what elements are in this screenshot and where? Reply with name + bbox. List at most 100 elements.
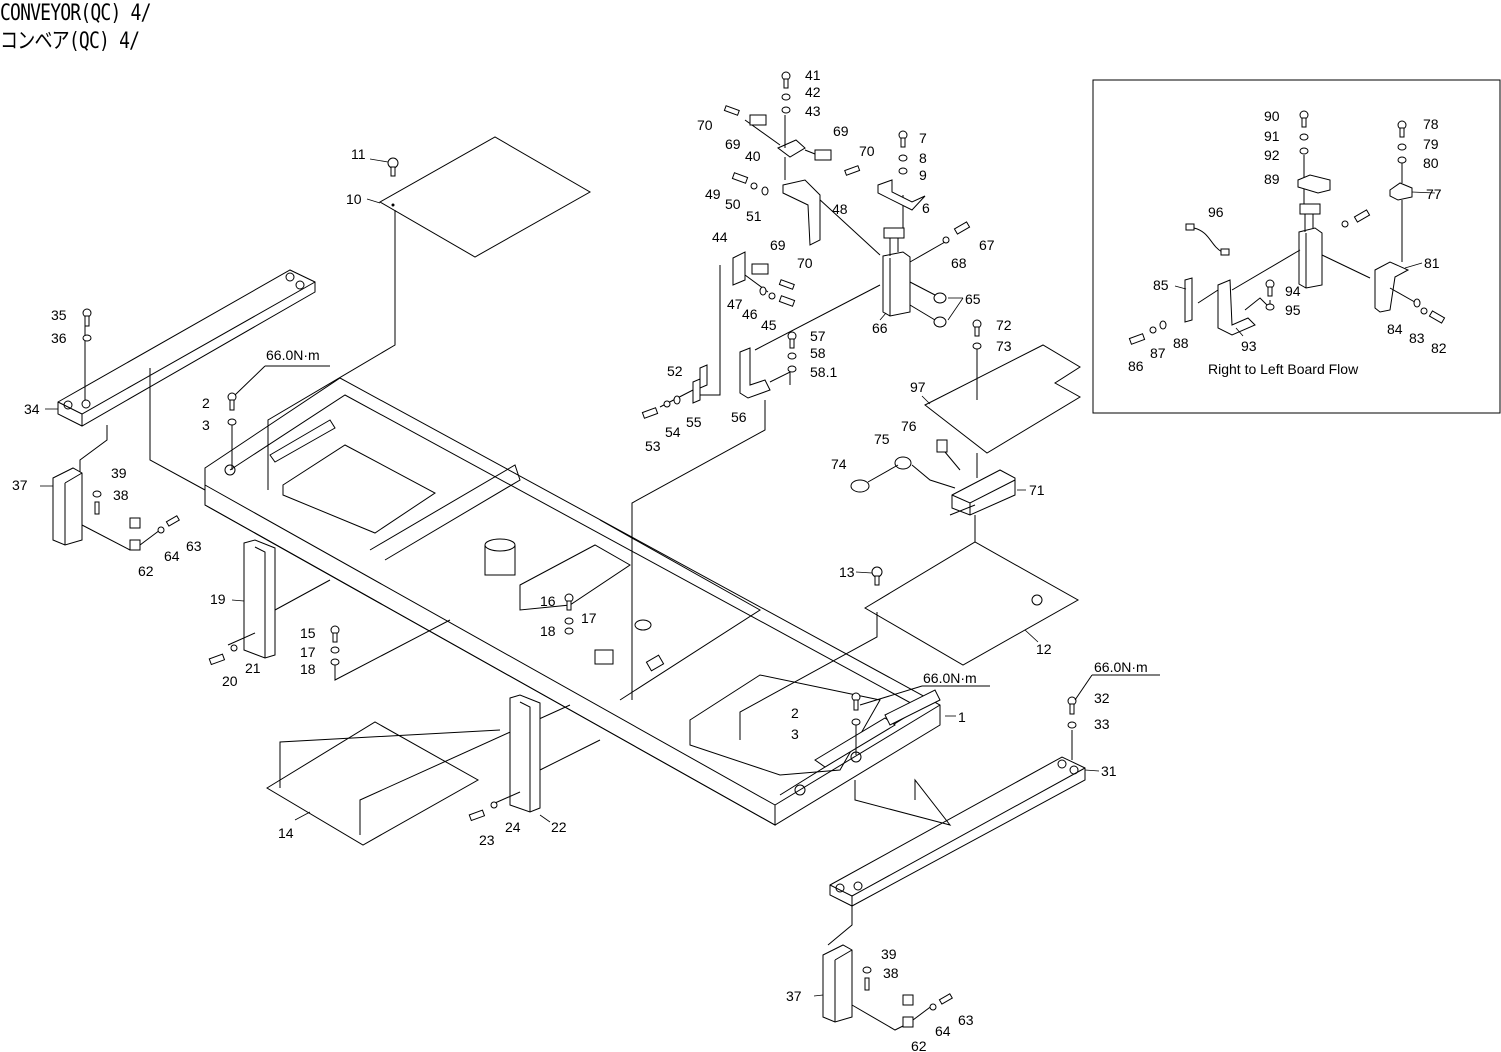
callout-84: 84 (1387, 321, 1403, 337)
callout-64b: 64 (935, 1023, 951, 1039)
callout-65: 65 (965, 291, 981, 307)
callout-33: 33 (1094, 716, 1110, 732)
callout-94: 94 (1285, 283, 1301, 299)
callout-80: 80 (1423, 155, 1439, 171)
callout-17: 17 (300, 644, 316, 660)
callout-8: 8 (919, 150, 927, 166)
callout-46: 46 (742, 306, 758, 322)
callout-54: 54 (665, 424, 681, 440)
callout-66: 66 (872, 320, 888, 336)
callout-47: 47 (727, 296, 743, 312)
callout-2: 2 (202, 395, 210, 411)
callout-36: 36 (51, 330, 67, 346)
torque-spec-middle: 66.0N·m (923, 670, 977, 686)
callout-69a: 69 (725, 136, 741, 152)
callout-91: 91 (1264, 128, 1280, 144)
callout-1: 1 (958, 709, 966, 725)
diagram-title-english: CONVEYOR(QC) 4/ (0, 1, 151, 26)
callout-18b: 18 (540, 623, 556, 639)
callout-72: 72 (996, 317, 1012, 333)
callout-62b: 62 (911, 1038, 927, 1052)
callout-23: 23 (479, 832, 495, 848)
callout-70b: 70 (859, 143, 875, 159)
callout-18: 18 (300, 661, 316, 677)
inset-callouts: 90 91 92 89 78 79 80 77 96 81 85 94 95 8… (1128, 108, 1447, 377)
solenoid-valve-71 (949, 469, 1016, 516)
diagram-title-japanese: コンベア(QC) 4/ (0, 29, 140, 54)
callout-44: 44 (712, 229, 728, 245)
callout-96: 96 (1208, 204, 1224, 220)
callout-97: 97 (910, 379, 926, 395)
support-rail-34 (57, 269, 316, 491)
callout-38: 38 (113, 487, 129, 503)
callout-19: 19 (210, 591, 226, 607)
callout-69c: 69 (770, 237, 786, 253)
callout-38b: 38 (883, 965, 899, 981)
callout-69b: 69 (833, 123, 849, 139)
callout-85: 85 (1153, 277, 1169, 293)
callout-13: 13 (839, 564, 855, 580)
callout-21: 21 (245, 660, 261, 676)
callout-62: 62 (138, 563, 154, 579)
callout-88: 88 (1173, 335, 1189, 351)
side-plate-19 (227, 539, 331, 659)
callout-57: 57 (810, 328, 826, 344)
callout-10: 10 (346, 191, 362, 207)
torque-spec-upper: 66.0N·m (266, 347, 320, 363)
screw-13-icon (871, 566, 883, 586)
callout-41: 41 (805, 67, 821, 83)
air-cylinder-66 (754, 195, 947, 351)
callout-42: 42 (805, 84, 821, 100)
callout-48: 48 (832, 201, 848, 217)
conveyor-frame (204, 377, 941, 826)
callout-6: 6 (922, 200, 930, 216)
callout-78: 78 (1423, 116, 1439, 132)
callout-51: 51 (746, 208, 762, 224)
callout-86: 86 (1128, 358, 1144, 374)
callout-70a: 70 (697, 117, 713, 133)
callout-81: 81 (1424, 255, 1440, 271)
callout-31: 31 (1101, 763, 1117, 779)
callout-2b: 2 (791, 705, 799, 721)
callout-12: 12 (1036, 641, 1052, 657)
callout-55: 55 (686, 414, 702, 430)
inset-panel-right-to-left (1092, 79, 1501, 414)
callout-22: 22 (551, 819, 567, 835)
callout-74: 74 (831, 456, 847, 472)
bracket-37-upper (52, 467, 161, 551)
callout-63b: 63 (958, 1012, 974, 1028)
callout-15: 15 (300, 625, 316, 641)
callout-79: 79 (1423, 136, 1439, 152)
cover-plate-12 (739, 515, 1080, 740)
callout-87: 87 (1150, 345, 1166, 361)
callout-53: 53 (645, 438, 661, 454)
cover-plate-10 (267, 136, 592, 490)
side-plate-22 (494, 694, 601, 813)
inset-caption: Right to Left Board Flow (1208, 361, 1359, 377)
torque-annotations (234, 365, 1160, 706)
callout-14: 14 (278, 825, 294, 841)
fitting-74-75-76 (850, 439, 961, 493)
callout-56: 56 (731, 409, 747, 425)
callout-52: 52 (667, 363, 683, 379)
callout-11: 11 (351, 146, 366, 162)
torque-spec-right: 66.0N·m (1094, 659, 1148, 675)
callout-90: 90 (1264, 108, 1280, 124)
callout-40: 40 (745, 148, 761, 164)
callout-63: 63 (186, 538, 202, 554)
callout-73: 73 (996, 338, 1012, 354)
callout-43: 43 (805, 103, 821, 119)
callout-35: 35 (51, 307, 67, 323)
callout-39b: 39 (881, 946, 897, 962)
callout-68: 68 (951, 255, 967, 271)
callout-39: 39 (111, 465, 127, 481)
bracket-52 (659, 364, 708, 408)
callout-17b: 17 (581, 610, 597, 626)
callout-24: 24 (505, 819, 521, 835)
cover-plate-97 (924, 344, 1081, 478)
bracket-56 (631, 347, 791, 700)
callout-16: 16 (540, 593, 556, 609)
callout-92: 92 (1264, 147, 1280, 163)
callout-3b: 3 (791, 726, 799, 742)
